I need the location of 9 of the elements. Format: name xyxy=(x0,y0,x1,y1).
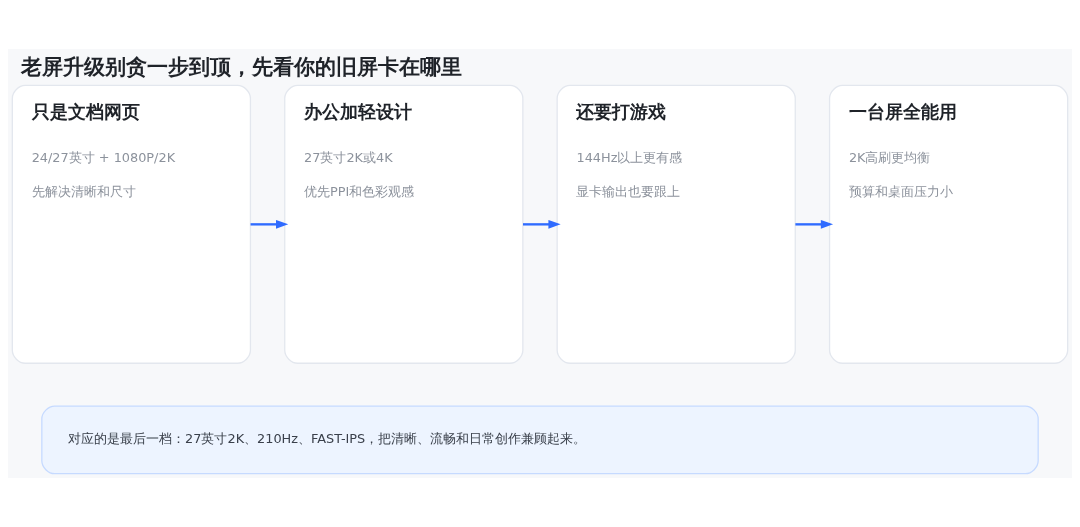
node-box: 还要打游戏 144Hz以上更有感 显卡输出也要跟上 xyxy=(556,84,796,364)
arrow xyxy=(250,220,289,229)
diagram-title: 老屏升级别贪一步到顶，先看你的旧屏卡在哪里 xyxy=(20,53,462,79)
node-box: 对应的是最后一档：27英寸2K、210Hz、FAST-IPS，把清晰、流畅和日常创作兼顾起来。 xyxy=(41,405,1039,475)
arrow xyxy=(795,220,834,229)
arrow xyxy=(522,220,561,229)
node-box: 办公加轻设计 27英寸2K或4K 优先PPI和色彩观感 xyxy=(284,84,524,364)
node-box: 一台屏全能用 2K高刷更均衡 预算和桌面压力小 xyxy=(828,84,1069,364)
node-box: 只是文档网页 24/27英寸 + 1080P/2K 先解决清晰和尺寸 xyxy=(11,84,252,364)
